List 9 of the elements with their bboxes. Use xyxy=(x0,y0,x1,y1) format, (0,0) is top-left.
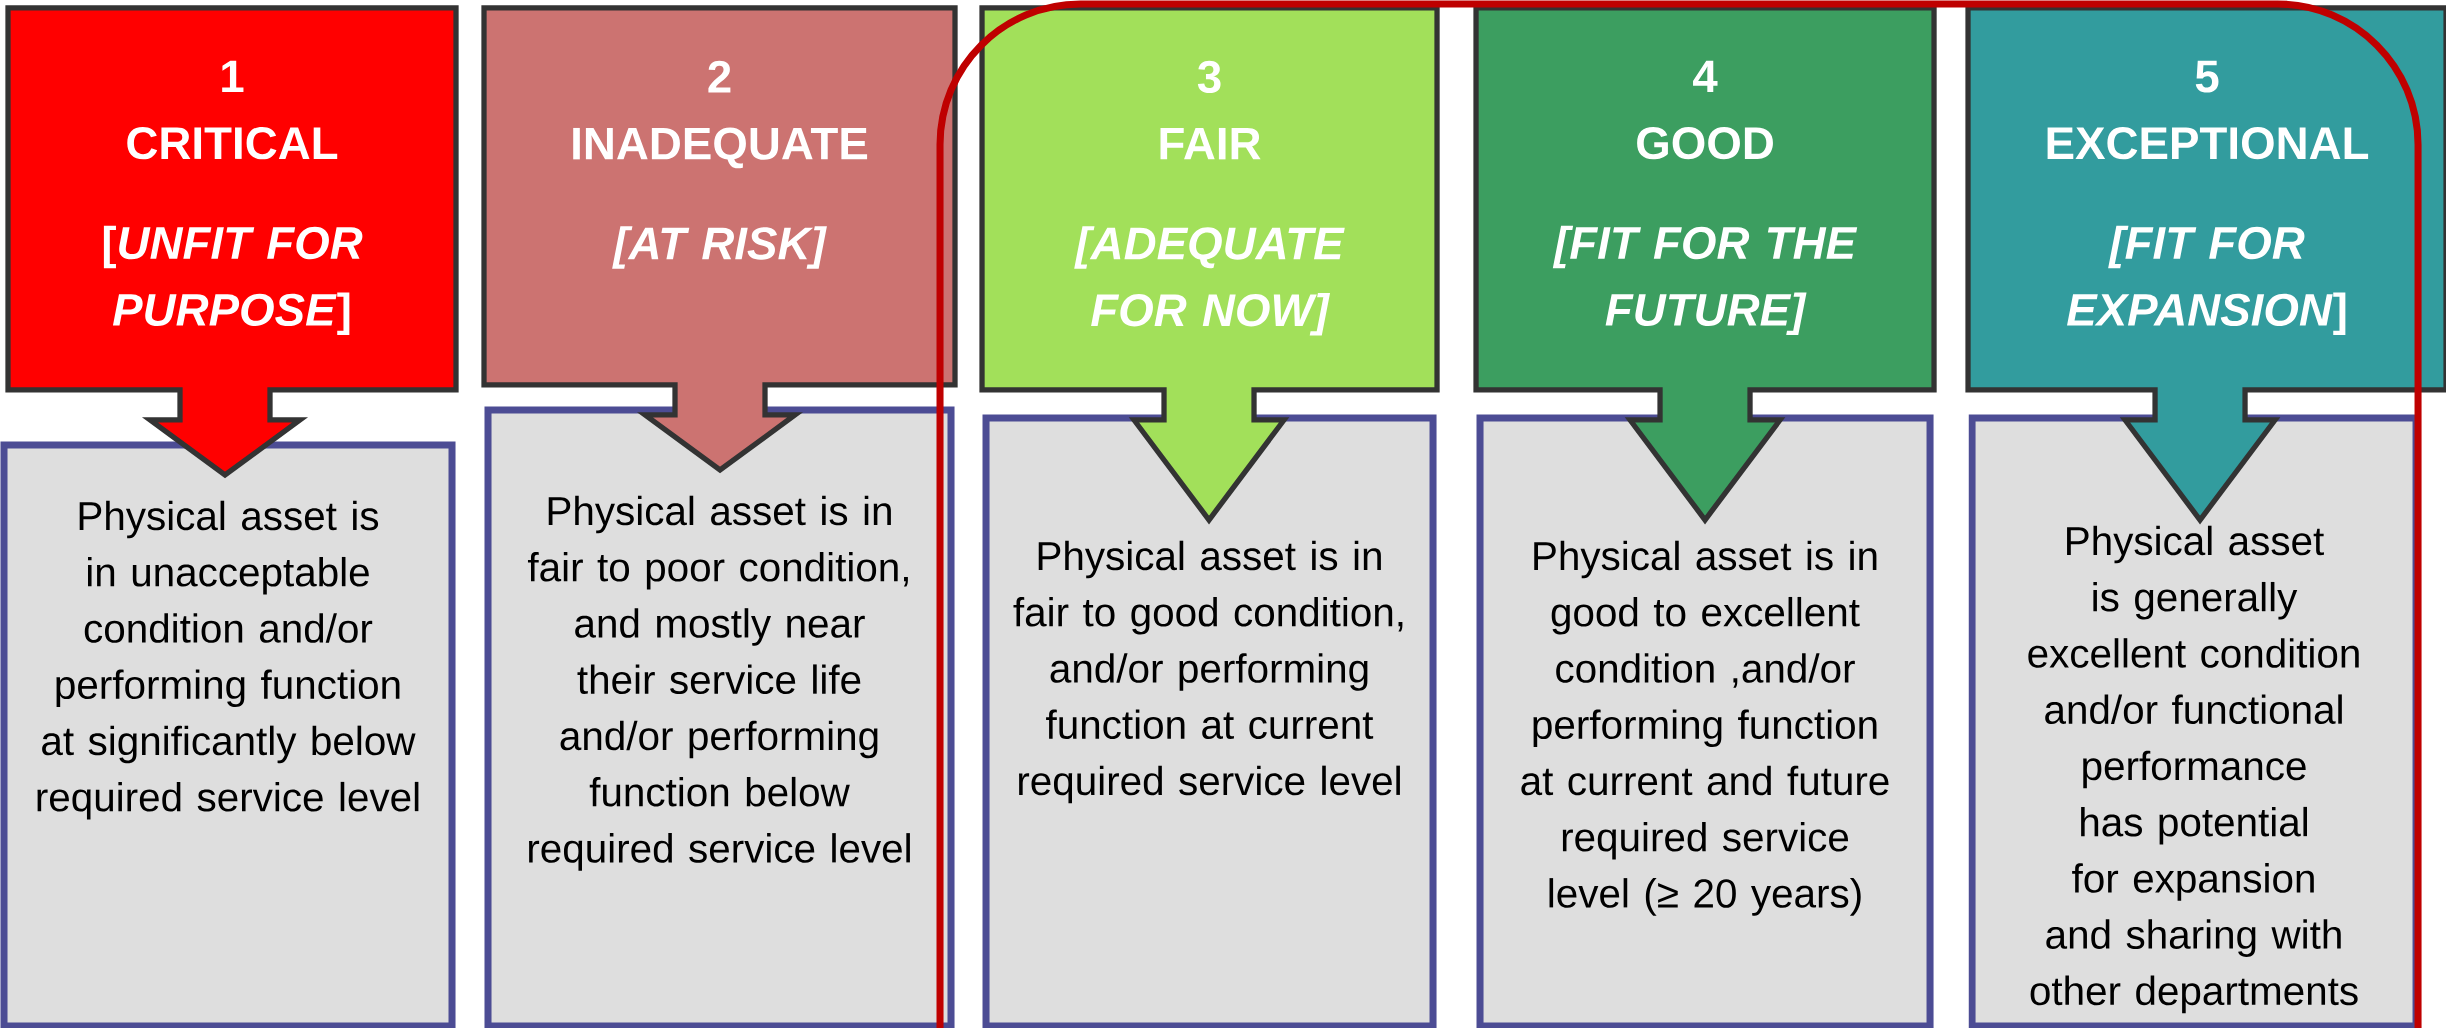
callout-box: 2 INADEQUATE [AT RISK] xyxy=(481,5,958,474)
callout-box: 4 GOOD [FIT FOR THE FUTURE] xyxy=(1473,5,1937,525)
description-box: Physical asset is in unacceptable condition and/or performing function at significantly below required service level xyxy=(0,441,456,1028)
callout-box: 5 EXCEPTIONAL [FIT FOR EXPANSION] xyxy=(1965,5,2446,525)
description-box: Physical asset is in good to excellent condition ,and/or performing function at current and future required service level (≥ 20 years) xyxy=(1476,414,1934,1028)
description-box: Physical asset is in fair to poor condition, and mostly near their service life and/or performing function below required service level xyxy=(484,406,955,1028)
callout-box: 3 FAIR [ADEQUATE FOR NOW] xyxy=(979,5,1440,525)
callout-box: 1 CRITICAL [UNFIT FOR PURPOSE] xyxy=(5,5,459,479)
description-box: Physical asset is in fair to good condition, and/or performing function at current required service level xyxy=(982,414,1437,1028)
